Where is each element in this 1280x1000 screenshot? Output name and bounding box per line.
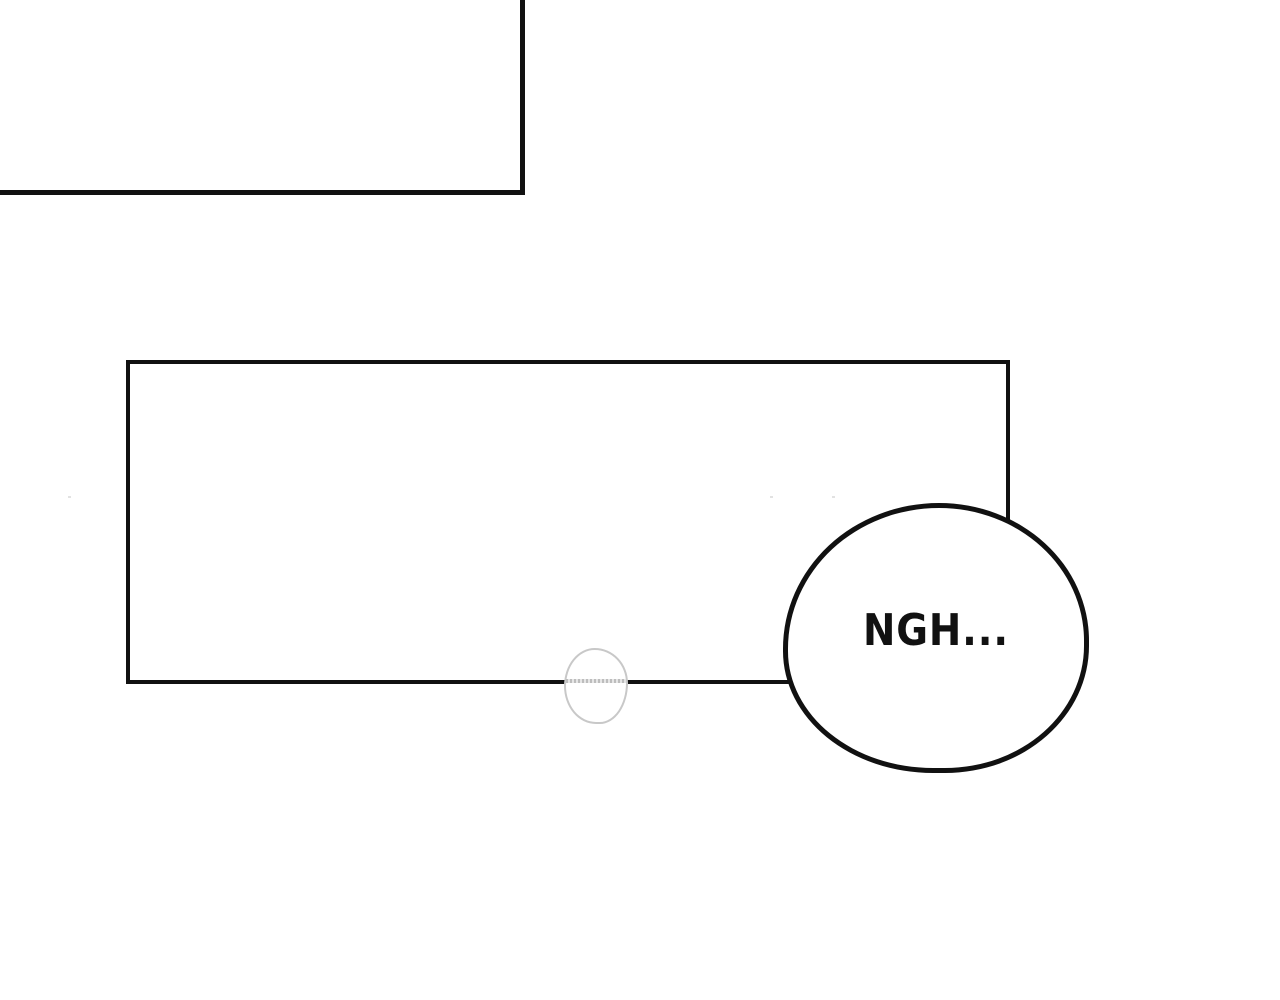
small-bubble-scribble [566,679,626,683]
speck-right-1 [770,496,773,498]
speck-right-2 [832,496,835,498]
small-bubble [564,648,628,724]
speech-bubble-text: NGH... [862,604,1009,656]
speech-bubble: NGH... [783,503,1089,773]
top-panel [0,0,525,195]
speck-left [68,496,71,498]
